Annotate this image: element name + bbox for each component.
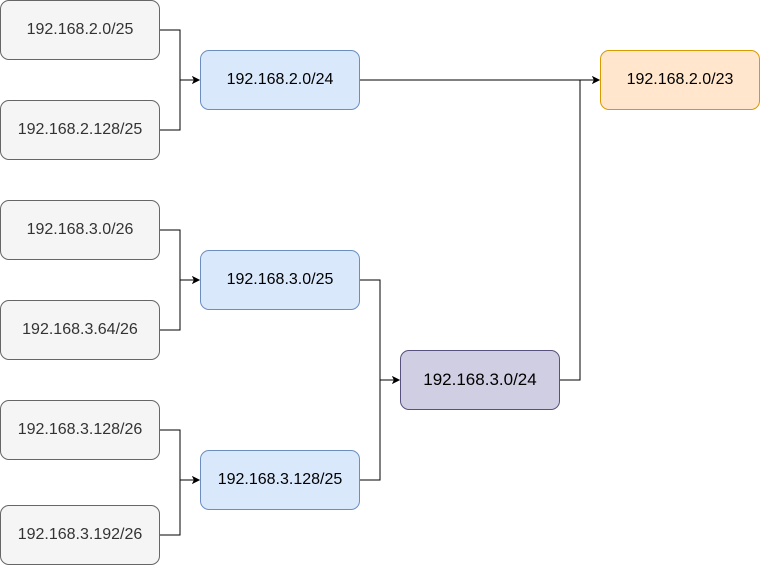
node-label: 192.168.3.128/26 <box>17 421 143 438</box>
edge-3-64-26-to-3-0-25 <box>160 276 200 331</box>
node-192-168-3-0-26[interactable]: 192.168.3.0/26 <box>0 200 160 260</box>
edge-3-0-24-to-2-0-23 <box>560 76 600 381</box>
node-192-168-2-0-25[interactable]: 192.168.2.0/25 <box>0 0 160 60</box>
node-label: 192.168.3.0/25 <box>226 271 334 288</box>
edge-3-128-25-to-3-0-24 <box>360 376 400 481</box>
node-192-168-3-0-25[interactable]: 192.168.3.0/25 <box>200 250 360 310</box>
edge-3-128-26-to-3-128-25 <box>160 429 200 484</box>
edge-2-0-25-to-2-0-24 <box>160 29 200 84</box>
node-192-168-3-192-26[interactable]: 192.168.3.192/26 <box>0 505 160 565</box>
edge-2-128-25-to-2-0-24 <box>160 76 200 131</box>
edge-3-0-25-to-3-0-24 <box>360 279 400 384</box>
node-192-168-3-64-26[interactable]: 192.168.3.64/26 <box>0 300 160 360</box>
node-label: 192.168.2.0/24 <box>226 71 334 88</box>
edge-3-192-26-to-3-128-25 <box>160 476 200 536</box>
node-label: 192.168.2.128/25 <box>17 121 143 138</box>
node-192-168-3-128-25[interactable]: 192.168.3.128/25 <box>200 450 360 510</box>
node-label: 192.168.3.64/26 <box>22 321 138 338</box>
node-192-168-3-0-24[interactable]: 192.168.3.0/24 <box>400 350 560 410</box>
node-label: 192.168.3.128/25 <box>217 471 343 488</box>
node-192-168-2-128-25[interactable]: 192.168.2.128/25 <box>0 100 160 160</box>
node-label: 192.168.3.192/26 <box>17 526 143 543</box>
node-label: 192.168.3.0/24 <box>423 370 537 389</box>
node-label: 192.168.2.0/23 <box>626 71 734 88</box>
edge-3-0-26-to-3-0-25 <box>160 229 200 284</box>
node-label: 192.168.3.0/26 <box>26 221 134 238</box>
node-192-168-2-0-24[interactable]: 192.168.2.0/24 <box>200 50 360 110</box>
node-label: 192.168.2.0/25 <box>26 21 134 38</box>
node-192-168-3-128-26[interactable]: 192.168.3.128/26 <box>0 400 160 460</box>
node-192-168-2-0-23[interactable]: 192.168.2.0/23 <box>600 50 760 110</box>
